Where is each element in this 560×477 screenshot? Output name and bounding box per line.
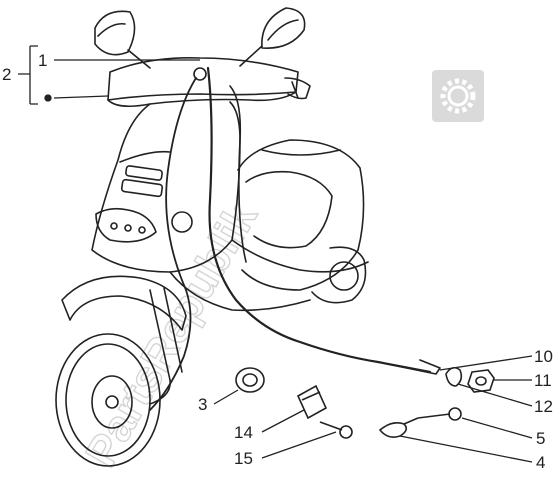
part-number-2: 2 <box>2 65 11 84</box>
part-number-11: 11 <box>534 371 552 390</box>
part-11-nut <box>467 369 495 393</box>
part-5-pin <box>417 407 462 421</box>
part-3-bushing <box>235 367 265 393</box>
exploded-parts <box>235 366 495 439</box>
part-4-clip <box>378 417 419 438</box>
scooter-illustration <box>55 7 441 467</box>
gear-icon <box>432 70 484 122</box>
part-12-ferrule <box>445 366 463 387</box>
part-14-clamp <box>296 384 328 420</box>
part-number-5: 5 <box>536 429 545 448</box>
watermark: PartsRepublik <box>76 70 484 476</box>
part-number-1: 1 <box>38 51 47 70</box>
part-15-screw <box>319 421 353 439</box>
part-number-15: 15 <box>234 449 253 468</box>
part-number-12: 12 <box>534 397 553 416</box>
part-number-10: 10 <box>534 347 553 366</box>
part-number-3: 3 <box>198 395 207 414</box>
part-number-14: 14 <box>234 423 253 442</box>
part-number-labels: 1 2 3 4 5 10 11 12 14 15 <box>2 51 553 472</box>
leader-lines <box>18 45 533 463</box>
part-number-4: 4 <box>536 453 545 472</box>
